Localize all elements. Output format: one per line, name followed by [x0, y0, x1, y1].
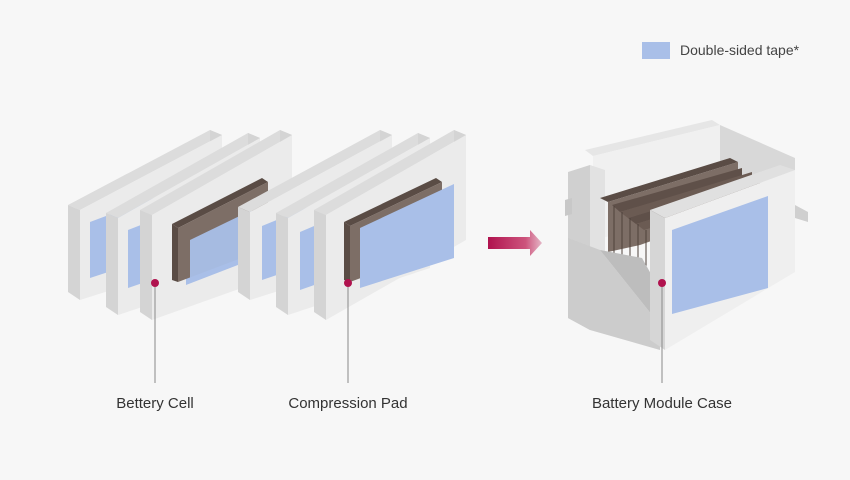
double-sided-tape-left-front	[190, 210, 252, 283]
marker-battery-cell	[151, 279, 159, 287]
legend-label: Double-sided tape*	[680, 42, 800, 58]
label-battery-cell: Bettery Cell	[116, 395, 194, 412]
cell-group-left	[68, 130, 292, 320]
label-compression-pad: Compression Pad	[288, 395, 408, 412]
assembly-arrow	[488, 230, 542, 256]
legend-swatch-tape	[642, 41, 670, 59]
double-sided-tape-case	[672, 196, 768, 314]
double-sided-tape-right	[360, 184, 454, 288]
label-module-case: Battery Module Case	[591, 395, 733, 412]
cell-group-right	[238, 130, 466, 320]
marker-compression-pad	[344, 279, 352, 287]
battery-module-case	[565, 120, 808, 350]
legend: Double-sided tape*	[642, 40, 799, 60]
marker-module-case	[658, 279, 666, 287]
